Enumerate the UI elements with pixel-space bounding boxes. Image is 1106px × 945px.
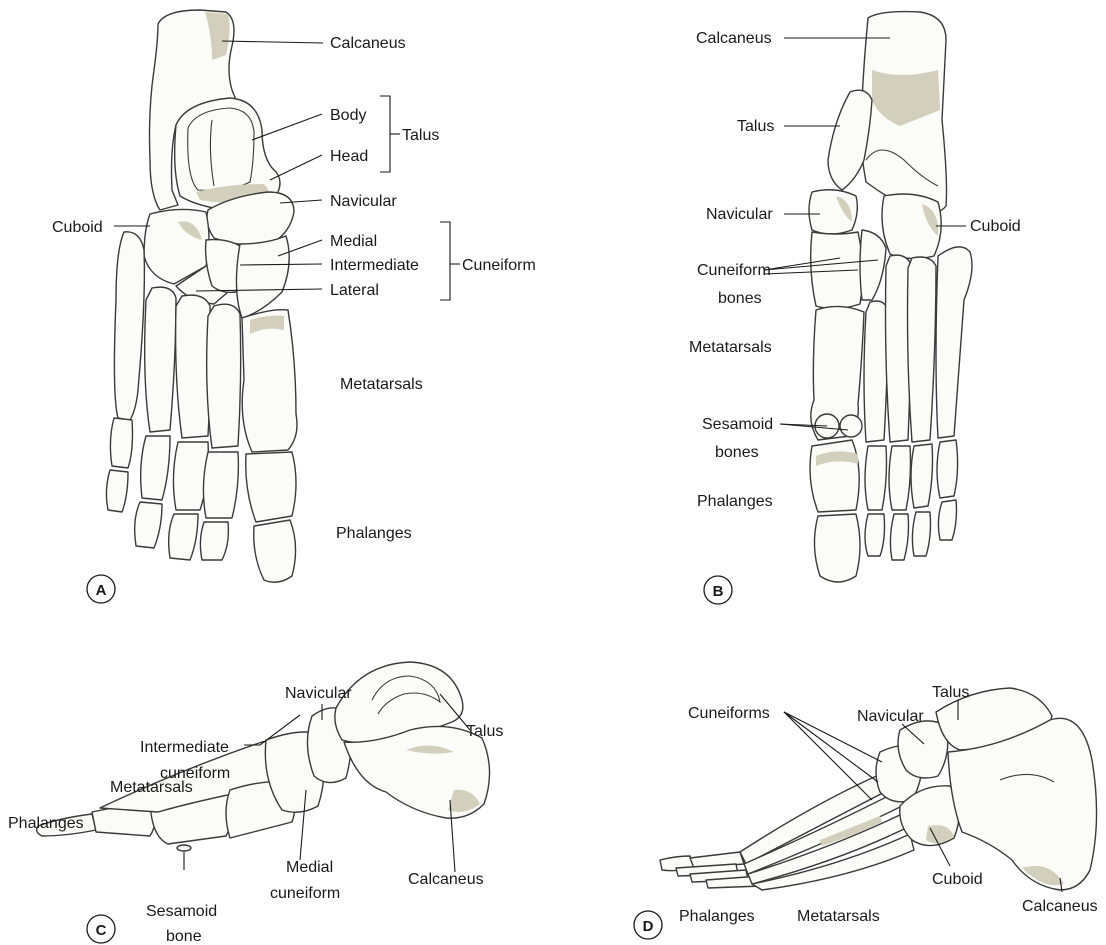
b-label-cuneiform-bones-1: Cuneiform <box>697 262 771 279</box>
d-label-metatarsals: Metatarsals <box>797 908 880 925</box>
b-label-phalanges: Phalanges <box>697 493 773 510</box>
a-label-medial: Medial <box>330 233 377 250</box>
b-label-navicular: Navicular <box>706 206 773 223</box>
c-label-sesamoid-1: Sesamoid <box>146 903 217 920</box>
panel-b-letter: B <box>704 576 732 604</box>
d-label-navicular: Navicular <box>857 708 924 725</box>
c-label-sesamoid-2: bone <box>166 928 202 945</box>
a-label-talus: Talus <box>402 127 439 144</box>
a-label-intermediate: Intermediate <box>330 257 419 274</box>
d-label-cuneiforms: Cuneiforms <box>688 705 770 722</box>
panel-a-id: A <box>96 582 107 599</box>
a-label-head: Head <box>330 148 368 165</box>
c-label-navicular: Navicular <box>285 685 352 702</box>
panel-b-id: B <box>713 583 724 600</box>
panel-d-letter: D <box>634 911 662 939</box>
a-label-navicular: Navicular <box>330 193 397 210</box>
panel-a-letter: A <box>87 575 115 603</box>
b-label-talus: Talus <box>737 118 774 135</box>
d-label-cuboid: Cuboid <box>932 871 983 888</box>
a-label-cuboid: Cuboid <box>52 219 103 236</box>
c-label-metatarsals: Metatarsals <box>110 779 193 796</box>
d-label-talus: Talus <box>932 684 969 701</box>
c-label-calcaneus: Calcaneus <box>408 871 484 888</box>
panel-c-id: C <box>96 922 107 939</box>
panel-b-illustration <box>809 12 972 582</box>
c-label-phalanges: Phalanges <box>8 815 84 832</box>
a-label-phalanges: Phalanges <box>336 525 412 542</box>
c-label-intermediate-1: Intermediate <box>140 739 229 756</box>
panel-c-illustration <box>37 662 490 851</box>
a-label-cuneiform: Cuneiform <box>462 257 536 274</box>
a-label-lateral: Lateral <box>330 282 379 299</box>
a-label-calcaneus: Calcaneus <box>330 35 406 52</box>
panel-d-id: D <box>643 918 654 935</box>
c-label-medial-1: Medial <box>286 859 333 876</box>
b-label-calcaneus: Calcaneus <box>696 30 772 47</box>
medial-cuneiform-bone <box>236 236 289 318</box>
a-label-metatarsals: Metatarsals <box>340 376 423 393</box>
b-label-metatarsals: Metatarsals <box>689 339 772 356</box>
d-label-phalanges: Phalanges <box>679 908 755 925</box>
b-label-cuboid: Cuboid <box>970 218 1021 235</box>
b-label-sesamoid-bones-1: Sesamoid <box>702 416 773 433</box>
panel-a-illustration <box>106 10 297 582</box>
c-label-talus: Talus <box>466 723 503 740</box>
d-label-calcaneus: Calcaneus <box>1022 898 1098 915</box>
c-label-medial-2: cuneiform <box>270 885 340 902</box>
panel-c-letter: C <box>87 915 115 943</box>
b-label-cuneiform-bones-2: bones <box>718 290 762 307</box>
a-label-body: Body <box>330 107 366 124</box>
b-label-sesamoid-bones-2: bones <box>715 444 759 461</box>
intermediate-cuneiform-bone <box>206 240 241 293</box>
